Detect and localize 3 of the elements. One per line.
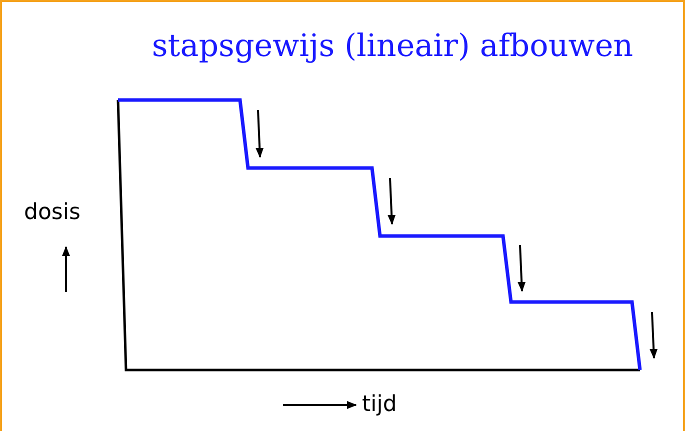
title: stapsgewijs (lineair) afbouwen [150, 28, 634, 64]
axis-label: dosis [24, 200, 80, 225]
axis-label: tijd [362, 392, 397, 417]
